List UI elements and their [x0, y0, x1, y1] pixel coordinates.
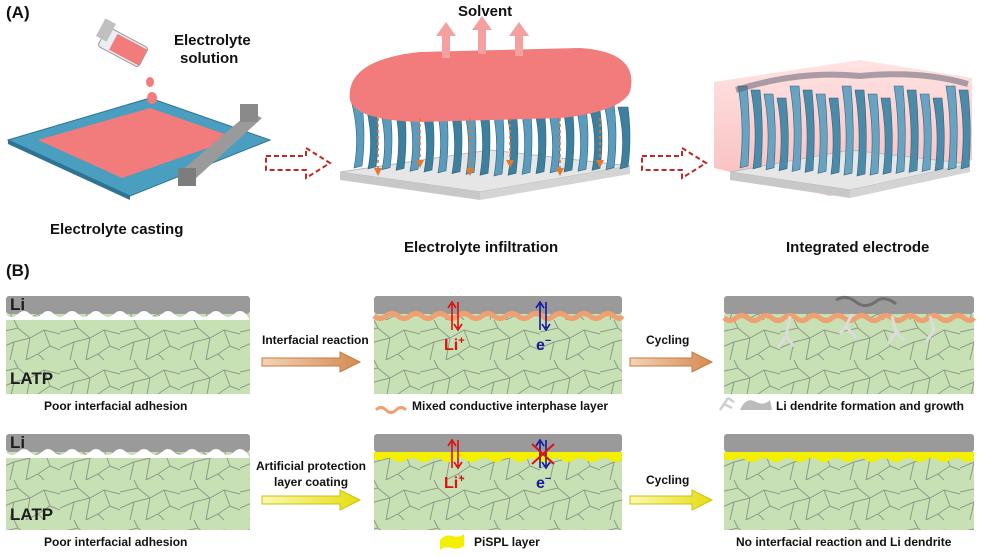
row1-right-caption: Li dendrite formation and growth: [776, 399, 964, 413]
row2-arrow-2: [629, 489, 714, 511]
solvent-arrows: [436, 16, 529, 58]
row1-arrow1-label: Interfacial reaction: [262, 333, 369, 347]
row2-arrow1-label: Artificial protection: [256, 459, 366, 473]
interphase-legend-icon: [374, 406, 408, 414]
panel-a-label: (A): [6, 3, 30, 22]
row1-right-block: [722, 295, 976, 394]
row2-arrow1-label-2: layer coating: [274, 475, 348, 489]
step-electrolyte-infiltration: Electrolyte infiltration: [404, 239, 558, 256]
solvent-label: Solvent: [458, 3, 512, 20]
process-arrow-1: [265, 146, 332, 180]
row1-arrow-2: [629, 351, 714, 373]
infiltration-illustration: [339, 16, 632, 200]
li-ion-label-row2: Li+: [444, 473, 465, 492]
row1-arrow-1: [261, 351, 362, 373]
infiltration-arrows: [374, 118, 604, 176]
step-integrated-electrode: Integrated electrode: [786, 239, 929, 256]
electrolyte-vial-icon: [95, 18, 157, 104]
row1-middle-caption: Mixed conductive interphase layer: [412, 399, 608, 413]
row1-middle-block: [372, 296, 625, 394]
casting-illustration: [6, 18, 272, 200]
li-label: Li: [10, 295, 25, 314]
row2-left-caption: Poor interfacial adhesion: [44, 535, 187, 549]
blocked-icon: [531, 443, 555, 465]
row2-right-block: [724, 434, 974, 530]
row2-right-caption: No interfacial reaction and Li dendrite: [736, 535, 952, 549]
row2-arrow-1: [261, 489, 362, 511]
vertical-walls: [351, 103, 631, 177]
blade-roller: [178, 104, 262, 186]
row2-left-block: [6, 434, 250, 530]
row2-middle-block: [374, 434, 622, 530]
electron-label-row2: e−: [536, 473, 551, 492]
row1-arrow2-label: Cycling: [646, 333, 689, 347]
latp-label-row2: LATP: [10, 505, 53, 524]
pispl-legend-icon: [440, 534, 464, 550]
li-ion-label: Li+: [444, 335, 465, 354]
interphase-layer: [372, 311, 625, 321]
latp-label: LATP: [10, 369, 53, 388]
electrolyte-solution-label-2: solution: [180, 50, 238, 67]
electron-label: e−: [536, 335, 551, 354]
li-label-row2: Li: [10, 433, 25, 452]
row1-left-caption: Poor interfacial adhesion: [44, 399, 187, 413]
row1-left-block: [6, 296, 250, 394]
dendrites: [776, 313, 936, 349]
row2-arrow2-label: Cycling: [646, 473, 689, 487]
panel-b-label: (B): [6, 261, 30, 280]
process-arrow-2: [641, 146, 708, 180]
dendrite-legend-icon: [718, 396, 772, 411]
step-electrolyte-casting: Electrolyte casting: [50, 221, 183, 238]
vertical-walls: [735, 71, 971, 177]
pispl-layer: [374, 452, 622, 462]
row2-middle-caption: PiSPL layer: [474, 535, 540, 549]
electrolyte-solution-label: Electrolyte: [174, 32, 251, 49]
integrated-electrode-illustration: [714, 60, 972, 198]
